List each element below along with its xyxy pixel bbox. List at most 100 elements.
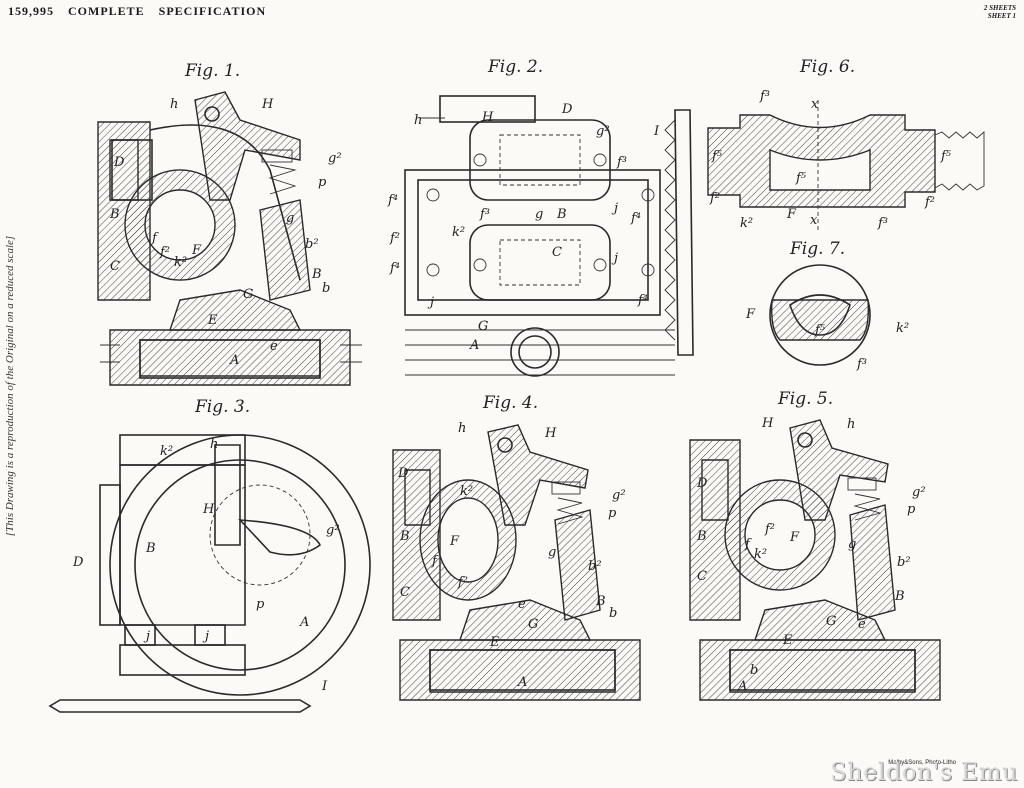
- sheet-info: 2 SHEETS SHEET 1: [984, 4, 1016, 20]
- label-f3-center: f³: [479, 207, 490, 222]
- label-D: D: [397, 466, 409, 481]
- label-H: H: [544, 426, 557, 441]
- label-k2: k²: [754, 547, 767, 562]
- label-G: G: [243, 287, 253, 302]
- figure-title: Fig. 5.: [777, 389, 833, 409]
- label-e: e: [518, 597, 526, 612]
- label-x-bottom: x: [810, 213, 818, 228]
- header-title-complete: COMPLETE: [68, 4, 145, 18]
- label-g: g: [535, 207, 543, 222]
- label-p: p: [608, 506, 617, 521]
- figure-title: Fig. 4.: [482, 393, 538, 413]
- label-f4-lower: f⁴: [389, 261, 400, 276]
- sheet-number: SHEET 1: [987, 12, 1016, 20]
- label-f2-right: f²: [924, 195, 935, 210]
- label-h: h: [458, 421, 466, 436]
- figure-title: Fig. 6.: [799, 57, 855, 77]
- label-H: H: [481, 110, 494, 125]
- patent-header: 159,995 COMPLETE SPECIFICATION: [8, 4, 276, 19]
- label-F: F: [745, 307, 756, 322]
- watermark: Sheldon's Emu: [830, 758, 1018, 786]
- label-f4-right: f⁴: [630, 211, 641, 226]
- label-E: E: [782, 633, 793, 648]
- label-k2: k²: [896, 321, 909, 336]
- label-b: b: [609, 606, 617, 621]
- label-j-right-upper: j: [611, 201, 618, 216]
- label-x-top: x: [811, 97, 819, 112]
- label-f3-right: f³: [616, 155, 627, 170]
- label-g: g: [548, 545, 556, 560]
- label-g2: g²: [596, 124, 610, 139]
- label-g2: g²: [912, 485, 926, 500]
- label-f: f: [151, 231, 159, 246]
- label-k2: k²: [460, 484, 473, 499]
- figure-1: Fig. 1. h H D g² p g b² B b C E G e A f …: [97, 61, 362, 386]
- label-A: A: [737, 679, 747, 694]
- label-p: p: [907, 502, 916, 517]
- label-B-side: B: [399, 529, 410, 544]
- label-H: H: [202, 502, 215, 517]
- label-H: H: [761, 416, 774, 431]
- label-k2: k²: [740, 216, 753, 231]
- label-B-side: B: [109, 207, 120, 222]
- label-C: C: [110, 259, 120, 274]
- label-f: f: [431, 554, 439, 569]
- label-B: B: [145, 541, 156, 556]
- label-C: C: [697, 569, 707, 584]
- label-g2: g²: [612, 488, 626, 503]
- figure-5: Fig. 5. H h D g² p B f² F f k² g b² C B …: [689, 389, 941, 701]
- figure-4: Fig. 4. h H D k² g² p B F f g b² C e B G…: [392, 393, 641, 701]
- label-A: A: [469, 338, 479, 353]
- label-p: p: [318, 175, 327, 190]
- label-B: B: [595, 594, 606, 609]
- label-j-right-lower: j: [611, 251, 618, 266]
- label-f3-bottom: f³: [877, 216, 888, 231]
- label-j-left: j: [143, 629, 150, 644]
- label-C: C: [400, 585, 410, 600]
- label-h: h: [210, 437, 218, 452]
- header-title-specification: SPECIFICATION: [158, 4, 267, 18]
- label-A: A: [517, 675, 527, 690]
- figure-6: Fig. 6. f³ x f⁵ f⁵ f⁵ f² k² F x f³ f²: [707, 57, 985, 231]
- label-p: p: [256, 597, 265, 612]
- label-f4-left: f⁴: [387, 193, 398, 208]
- label-I: I: [321, 679, 328, 694]
- label-F: F: [449, 534, 460, 549]
- label-B: B: [556, 207, 567, 222]
- figure-title: Fig. 3.: [194, 397, 250, 417]
- label-G: G: [826, 614, 836, 629]
- label-k2: k²: [160, 444, 173, 459]
- figure-3: Fig. 3. k² h H g² D B p A j j I: [48, 397, 371, 713]
- label-f3: f³: [856, 357, 867, 372]
- patent-number: 159,995: [8, 4, 54, 18]
- label-D: D: [72, 555, 84, 570]
- label-f2: f²: [389, 231, 400, 246]
- figure-2: Fig. 2. h H D g² I f³ f⁴ k² f³ g B: [387, 57, 694, 377]
- label-h: h: [170, 97, 178, 112]
- label-D: D: [113, 155, 125, 170]
- label-B: B: [311, 267, 322, 282]
- label-B-side: B: [696, 529, 707, 544]
- label-f2-left: f²: [709, 191, 720, 206]
- figure-title: Fig. 7.: [789, 239, 845, 259]
- label-B: B: [894, 589, 905, 604]
- label-h: h: [414, 113, 422, 128]
- label-A: A: [299, 615, 309, 630]
- label-b: b: [322, 281, 330, 296]
- label-b2: b²: [897, 555, 911, 570]
- label-F: F: [789, 530, 800, 545]
- printer-credit: Malby&Sons, Photo-Litho: [888, 760, 956, 766]
- label-A: A: [229, 353, 239, 368]
- label-b: b: [750, 663, 758, 678]
- label-D: D: [561, 102, 573, 117]
- label-g2: g²: [326, 523, 340, 538]
- label-f5-left: f⁵: [711, 149, 723, 164]
- label-f2: f²: [159, 245, 170, 260]
- label-k2: k²: [452, 225, 465, 240]
- label-F: F: [786, 207, 797, 222]
- label-F: F: [191, 243, 202, 258]
- label-E: E: [489, 635, 500, 650]
- label-G: G: [478, 319, 488, 334]
- label-f2: f²: [764, 522, 775, 537]
